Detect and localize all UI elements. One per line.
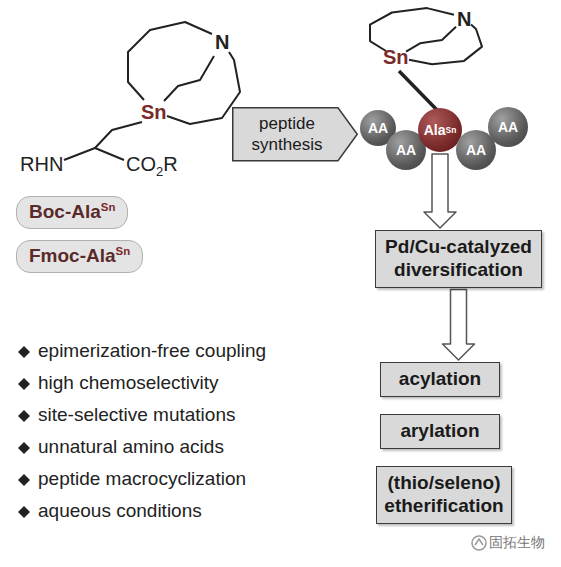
formula-text: 2 xyxy=(156,164,163,179)
cage-bond xyxy=(167,52,240,124)
node-text: acylation xyxy=(387,368,493,391)
result-box: (thio/seleno) etherification xyxy=(376,466,512,524)
node-text: Pd/Cu-catalyzed diversification xyxy=(382,236,535,282)
bead-label: Ala xyxy=(424,122,446,138)
bullet-text: peptide macrocyclization xyxy=(38,468,246,490)
formula-text: RHN xyxy=(20,153,63,176)
bullet-text: aqueous conditions xyxy=(38,500,202,522)
bullet-text: site-selective mutations xyxy=(38,404,235,426)
watermark-mark xyxy=(475,539,483,545)
bullet-text: high chemoselectivity xyxy=(38,372,219,394)
bullet-diamond xyxy=(18,506,30,518)
bullet-diamonds xyxy=(18,346,30,518)
bead-label: AA xyxy=(396,142,416,158)
formula-text: CO xyxy=(126,153,156,175)
stannatrane-cage xyxy=(128,22,240,124)
chain-bond xyxy=(95,122,142,148)
element-symbol: N xyxy=(215,31,229,54)
bullet-diamond xyxy=(18,378,30,390)
hollow-arrow xyxy=(424,154,456,228)
element-symbol: Sn xyxy=(383,46,409,69)
bead-label: AA xyxy=(466,142,486,158)
hollow-arrow xyxy=(443,290,475,360)
process-arrow-box: peptide synthesis xyxy=(232,107,358,162)
bullet-diamond xyxy=(18,442,30,454)
bullet-text: unnatural amino acids xyxy=(38,436,224,458)
formula-group: CO2R xyxy=(126,153,178,179)
watermark-circle xyxy=(472,536,486,550)
cage-bond xyxy=(128,22,212,100)
node-text: Fmoc-Ala xyxy=(29,245,116,266)
amino-acid-bead: AA xyxy=(488,107,528,147)
node-text: peptide synthesis xyxy=(240,113,334,156)
bullet-text: epimerization-free coupling xyxy=(38,340,266,362)
cage-bond xyxy=(164,56,214,101)
bullet-diamond xyxy=(18,346,30,358)
tether-bond xyxy=(399,71,437,110)
bullet-diamond xyxy=(18,474,30,486)
cage-bond xyxy=(406,27,456,52)
bead-label: AA xyxy=(368,120,388,136)
result-box: acylation xyxy=(380,362,500,397)
reagent-pill: Boc-AlaSn xyxy=(16,196,128,229)
node-text: Sn xyxy=(101,201,116,213)
formula-text: R xyxy=(163,153,177,175)
element-symbol: Sn xyxy=(141,101,167,124)
process-box: Pd/Cu-catalyzed diversification xyxy=(375,230,542,288)
arrow-box-shape xyxy=(233,108,358,161)
cage-bond xyxy=(370,8,454,51)
watermark-icon xyxy=(472,536,486,550)
cage-bond xyxy=(409,25,482,65)
bullet-diamond xyxy=(18,410,30,422)
watermark: 固拓生物 xyxy=(489,534,545,552)
chain-bond xyxy=(64,148,124,160)
bead-label: Sn xyxy=(446,125,457,135)
element-symbol: N xyxy=(457,8,471,31)
node-text: (thio/seleno) etherification xyxy=(383,472,505,518)
bead-label: AA xyxy=(498,119,518,135)
node-text: Boc-Ala xyxy=(29,201,101,222)
node-text: arylation xyxy=(387,420,493,443)
node-text: Sn xyxy=(116,245,131,257)
reagent-pill: Fmoc-AlaSn xyxy=(16,240,143,273)
result-box: arylation xyxy=(380,414,500,449)
